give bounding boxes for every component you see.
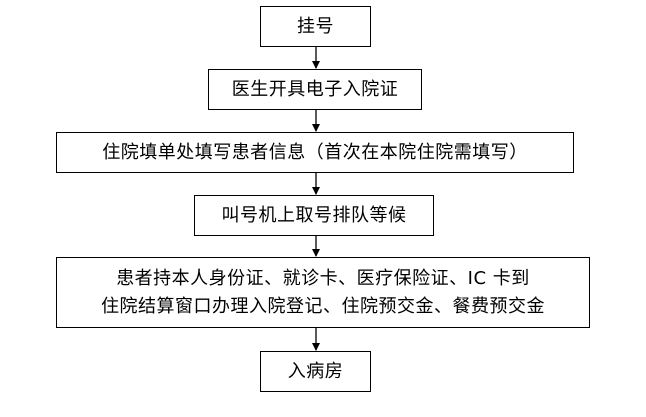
step-admission-certificate-label: 医生开具电子入院证 xyxy=(231,78,399,100)
step-registration-label: 挂号 xyxy=(297,15,334,37)
step-admission-registration-line-1: 患者持本人身份证、就诊卡、医疗保险证、IC 卡到 xyxy=(116,267,530,289)
step-fill-patient-info: 住院填单处填写患者信息（首次在本院住院需填写） xyxy=(56,132,574,173)
step-admission-certificate: 医生开具电子入院证 xyxy=(208,69,422,110)
step-enter-ward: 入病房 xyxy=(260,351,371,392)
step-admission-registration: 患者持本人身份证、就诊卡、医疗保险证、IC 卡到 住院结算窗口办理入院登记、住院… xyxy=(56,257,590,328)
step-queue-ticket-label: 叫号机上取号排队等候 xyxy=(221,204,407,226)
step-queue-ticket: 叫号机上取号排队等候 xyxy=(194,195,434,236)
step-registration: 挂号 xyxy=(260,6,371,47)
step-admission-registration-line-2: 住院结算窗口办理入院登记、住院预交金、餐费预交金 xyxy=(101,295,545,317)
step-fill-patient-info-label: 住院填单处填写患者信息（首次在本院住院需填写） xyxy=(102,141,528,163)
step-enter-ward-label: 入病房 xyxy=(287,360,344,382)
